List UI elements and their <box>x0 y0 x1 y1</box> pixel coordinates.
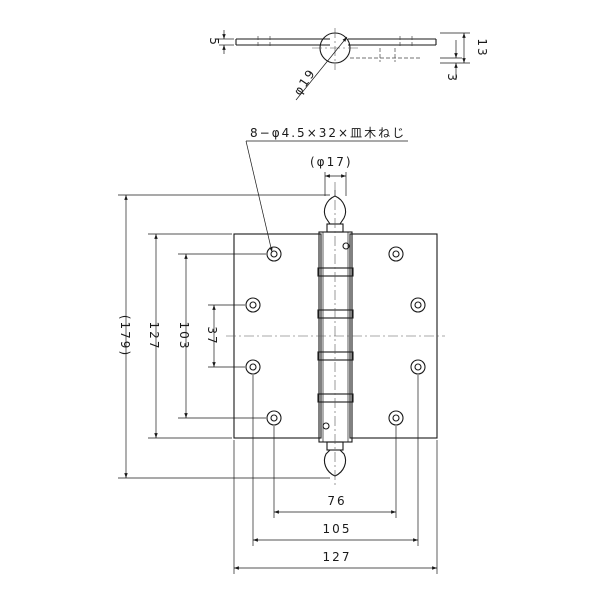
front-view: 8−φ4.5×32×皿木ねじ (φ17) <box>118 126 445 574</box>
dim-gap: 3 <box>445 73 459 83</box>
screw-callout: 8−φ4.5×32×皿木ねじ <box>250 126 406 140</box>
screw-hole <box>388 246 404 262</box>
screw-hole <box>245 297 261 313</box>
dim-inner-hole-spacing: 37 <box>205 326 219 345</box>
screw-hole <box>266 410 282 426</box>
dim-total-height: 13 <box>475 38 489 57</box>
screw-hole <box>388 410 404 426</box>
dim-knuckle-diameter: φ19 <box>291 66 319 98</box>
dim-inner-hole-pitch: 76 <box>327 494 346 508</box>
dim-plate-thickness: 5 <box>207 37 221 47</box>
screw-holes <box>245 246 426 426</box>
screw-hole <box>410 359 426 375</box>
knuckle-joints <box>317 267 354 403</box>
dim-finial-diameter: (φ17) <box>310 155 353 169</box>
screw-hole <box>410 297 426 313</box>
dim-overall-height: (179) <box>118 315 132 357</box>
dim-overall-width: 127 <box>323 550 352 564</box>
dim-outer-hole-pitch: 105 <box>323 522 352 536</box>
screw-hole <box>245 359 261 375</box>
screw-hole <box>266 246 282 262</box>
dim-leaf-height: 127 <box>147 322 161 351</box>
top-view: 5 13 3 φ19 <box>207 28 489 101</box>
dim-outer-hole-spacing: 103 <box>177 322 191 351</box>
